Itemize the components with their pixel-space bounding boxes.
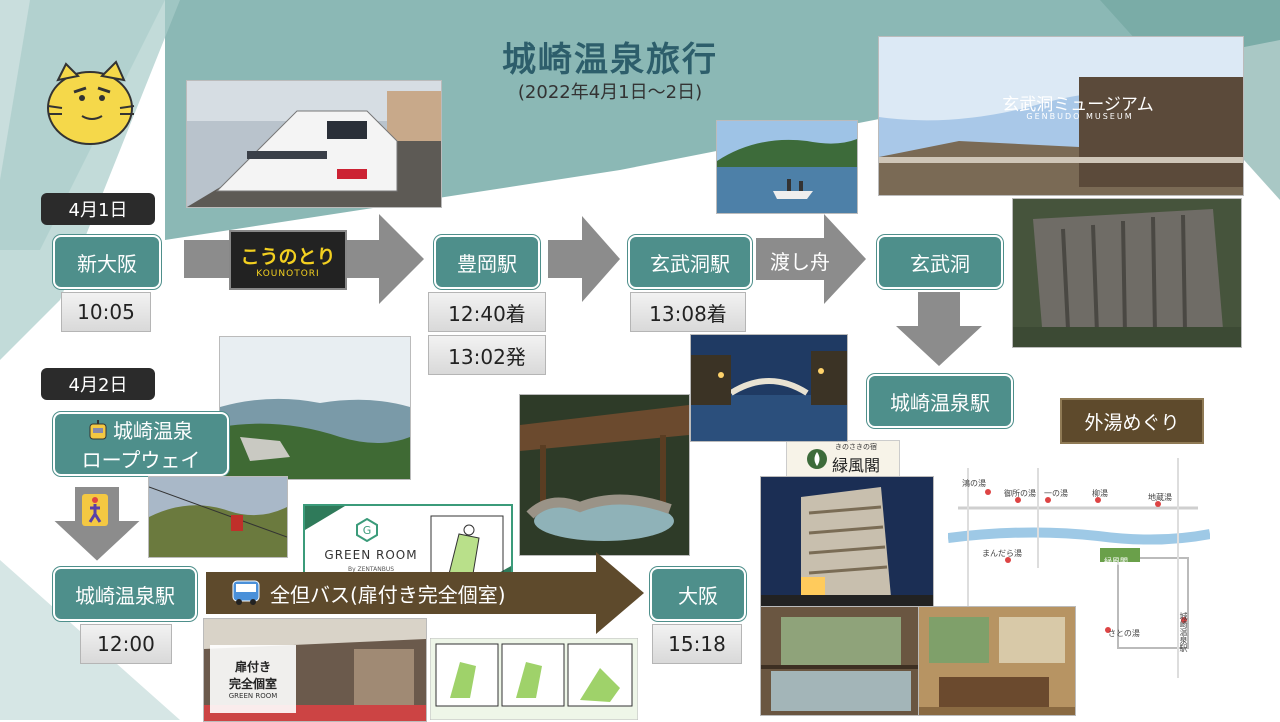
day2-depart-time: 12:00 — [80, 624, 172, 664]
bus-interior-line1: 扉付き — [234, 660, 271, 674]
hotel-name-small: きのさきの宿 — [834, 443, 877, 451]
basalt-cliff-photo — [1012, 198, 1242, 348]
page-title: 城崎温泉旅行 — [502, 40, 718, 80]
tiger-mascot-icon — [47, 60, 135, 145]
map-label-ryokufukaku: 緑風閣 — [1104, 557, 1128, 566]
hotel-building-photo — [760, 476, 934, 608]
japanese-room-photo — [918, 606, 1076, 716]
kounotori-logo: こうのとり KOUNOTORI — [229, 230, 347, 290]
ropeway-photo — [148, 476, 288, 558]
day1-date-badge: 4月1日 — [41, 193, 155, 225]
train-photo — [186, 80, 442, 208]
map-label-konoyu: 鴻の湯 — [962, 479, 986, 488]
bus-label: 全但バス(扉付き完全個室) — [232, 574, 612, 612]
museum-sign-sub: GENBUDO MUSEUM — [1026, 112, 1134, 121]
genbudo-arrive-time: 13:08着 — [630, 292, 746, 332]
bus-interior-line2: 完全個室 — [228, 677, 277, 691]
genbudo-museum-photo — [878, 36, 1244, 196]
map-label-satonoyu: さとの湯 — [1108, 629, 1140, 638]
kinosaki-station-box-day1: 城崎温泉駅 — [867, 374, 1013, 428]
map-label-jizoyu: 地蔵湯 — [1148, 493, 1172, 502]
bus-interior-brand: GREEN ROOM — [228, 692, 278, 700]
bus-arrow — [206, 552, 644, 634]
ferry-label: 渡し舟 — [770, 249, 830, 274]
green-room-sub: By ZENTANBUS — [347, 566, 395, 573]
osaka-box: 大阪 — [650, 567, 746, 621]
map-label-ichinoyu: 一の湯 — [1044, 489, 1068, 498]
map-label-goshonoyu: 御所の湯 — [1004, 489, 1036, 498]
rotenburo-photo — [519, 394, 690, 556]
toyooka-box: 豊岡駅 — [434, 235, 540, 289]
arrow-toyooka-to-genbudo — [548, 216, 620, 302]
map-label-kinosaki-station: 城崎温泉駅 — [1179, 612, 1188, 652]
map-label-mandarayu: まんだら湯 — [982, 549, 1022, 558]
boat-photo — [716, 120, 858, 214]
bus-icon — [232, 580, 260, 605]
bus-label-text: 全但バス(扉付き完全個室) — [270, 582, 506, 607]
leaf-logo-icon — [806, 449, 827, 469]
shin-osaka-box: 新大阪 — [53, 235, 161, 289]
museum-sign-text: 玄武洞ミュージアム — [1002, 95, 1154, 115]
kinosaki-station-box-day2: 城崎温泉駅 — [53, 567, 197, 621]
hotel-name: 緑風閣 — [831, 456, 880, 475]
page-subtitle: (2022年4月1日～2日) — [517, 82, 703, 103]
bus-interior-photo: 扉付き 完全個室 GREEN ROOM — [203, 618, 427, 722]
ferry-arrow — [756, 214, 866, 304]
mountain-view-photo — [219, 336, 411, 480]
day2-date-badge: 4月2日 — [41, 368, 155, 400]
kounotori-logo-main: こうのとり — [240, 245, 336, 268]
genbudo-box: 玄武洞 — [877, 235, 1003, 289]
seat-diagram-strip — [430, 638, 638, 720]
day2-arrive-time: 15:18 — [652, 624, 742, 664]
walking-person-icon — [82, 494, 108, 526]
ropeway-box: 城崎温泉 ロープウェイ — [53, 412, 229, 476]
gondola-icon — [89, 419, 107, 439]
toyooka-arrive-time: 12:40着 — [428, 292, 546, 332]
ryokufukaku-sign: きのさきの宿 緑風閣 — [786, 440, 900, 478]
toyooka-depart-time: 13:02発 — [428, 335, 546, 375]
day1-depart-time: 10:05 — [61, 292, 151, 332]
green-room-g-icon: G — [356, 518, 378, 542]
ropeway-label-line1: 城崎温泉 — [113, 419, 193, 443]
ropeway-label-line2: ロープウェイ — [81, 448, 201, 472]
map-label-yanagiyu: 柳湯 — [1092, 489, 1108, 498]
green-room-title: GREEN ROOM — [324, 548, 418, 562]
genbudo-station-box: 玄武洞駅 — [628, 235, 752, 289]
arrow-genbudo-to-kinosaki — [896, 292, 982, 366]
kinosaki-canal-photo — [690, 334, 848, 442]
indoor-bath-photo — [760, 606, 920, 716]
svg-text:G: G — [363, 524, 372, 537]
sotoyu-meguri-label: 外湯めぐり — [1060, 398, 1204, 444]
bus-interior-graphic — [204, 619, 426, 721]
bus-interior-sign: 扉付き 完全個室 GREEN ROOM — [210, 645, 296, 713]
kounotori-logo-sub: KOUNOTORI — [256, 268, 320, 279]
